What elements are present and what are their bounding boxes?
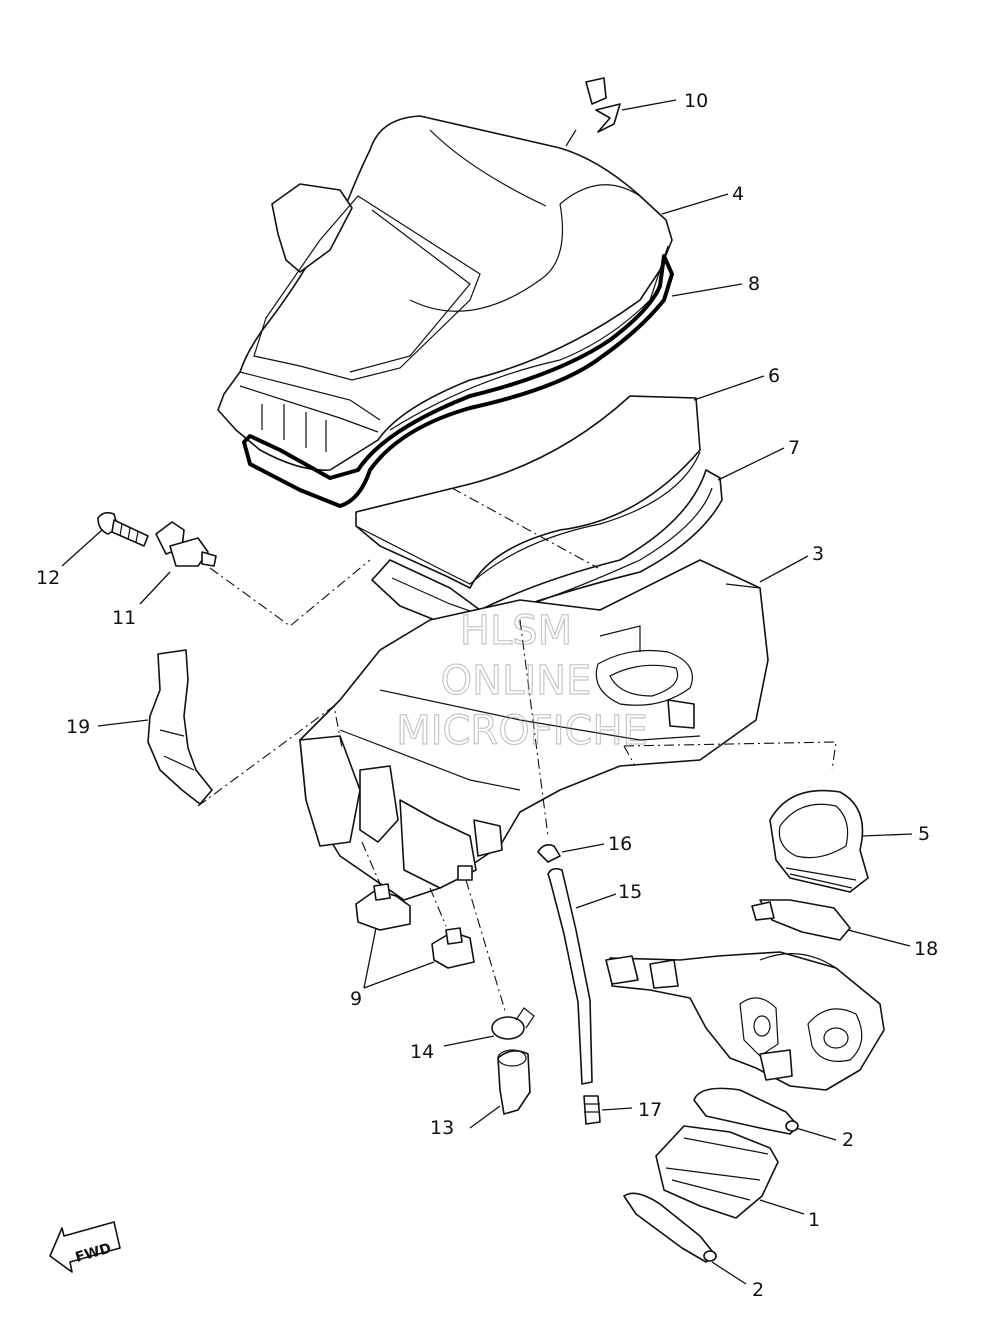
callout-17: 17 bbox=[638, 1099, 662, 1121]
leader-lines bbox=[61, 99, 913, 1285]
part-10-label-sticker bbox=[585, 77, 621, 133]
callout-1: 1 bbox=[808, 1209, 820, 1231]
part-16-clip bbox=[537, 844, 561, 863]
part-2-clamp-upper bbox=[693, 1087, 799, 1135]
part-1-joint-boot bbox=[655, 1125, 779, 1219]
callout-11: 11 bbox=[112, 607, 136, 629]
callout-5: 5 bbox=[918, 823, 930, 845]
part-13-joint bbox=[497, 1049, 531, 1115]
callout-3: 3 bbox=[812, 543, 824, 565]
watermark-line-2: ONLINE bbox=[441, 658, 592, 704]
callout-2-lower: 2 bbox=[752, 1279, 764, 1301]
part-12-screw bbox=[97, 511, 149, 547]
callout-7: 7 bbox=[788, 437, 800, 459]
callout-19: 19 bbox=[66, 716, 90, 738]
part-15-hose bbox=[547, 867, 593, 1085]
callout-9: 9 bbox=[350, 988, 362, 1010]
part-8-gasket bbox=[242, 254, 674, 508]
part-5-intake-duct bbox=[769, 789, 869, 893]
throttle-body bbox=[605, 951, 885, 1091]
fwd-arrow-icon: FWD bbox=[49, 1221, 121, 1273]
part-18-clamp bbox=[751, 899, 851, 941]
callout-8: 8 bbox=[748, 273, 760, 295]
callout-labels: 10 4 8 6 7 3 12 11 19 5 16 15 18 9 14 13… bbox=[36, 90, 938, 1301]
part-2-clamp-lower bbox=[623, 1192, 717, 1263]
callout-2-upper: 2 bbox=[842, 1129, 854, 1151]
part-19-bracket bbox=[147, 649, 213, 805]
part-11-sensor bbox=[155, 521, 217, 567]
part-17-plug bbox=[583, 1095, 601, 1125]
callout-18: 18 bbox=[914, 938, 938, 960]
part-3-air-cleaner-case bbox=[299, 559, 769, 901]
callout-6: 6 bbox=[768, 365, 780, 387]
watermark: HLSM ONLINE MICROFICHE bbox=[396, 607, 649, 754]
callout-15: 15 bbox=[618, 881, 642, 903]
callout-12: 12 bbox=[36, 567, 60, 589]
callout-10: 10 bbox=[684, 90, 708, 112]
assembly-lines bbox=[197, 487, 837, 1015]
part-14-cap bbox=[491, 1007, 535, 1040]
callout-13: 13 bbox=[430, 1117, 454, 1139]
callout-16: 16 bbox=[608, 833, 632, 855]
callout-4: 4 bbox=[732, 183, 744, 205]
part-9-dampers bbox=[355, 883, 475, 969]
part-6-filter-element bbox=[355, 395, 701, 589]
watermark-line-1: HLSM bbox=[460, 608, 572, 654]
callout-14: 14 bbox=[410, 1041, 434, 1063]
watermark-line-3: MICROFICHE bbox=[396, 708, 648, 754]
part-4-air-cleaner-cover bbox=[217, 115, 673, 471]
